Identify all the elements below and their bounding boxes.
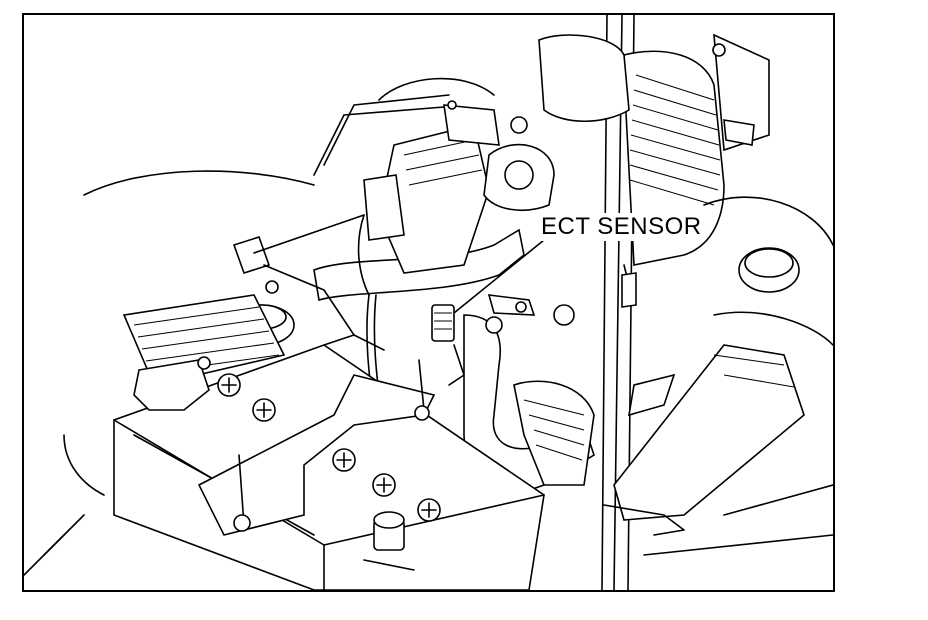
valve-cover <box>63 170 315 496</box>
battery-terminal-positive <box>363 511 415 571</box>
battery-terminal-negative <box>133 356 211 411</box>
lower-radiator-hose <box>603 344 833 556</box>
ect-sensor-leader-line <box>453 239 545 314</box>
engine-details <box>24 264 637 576</box>
engine-bay-illustration: ECT SENSOR <box>22 13 835 592</box>
throttle-body-assembly <box>313 77 555 274</box>
air-intake-duct <box>538 33 770 266</box>
upper-radiator-hose <box>313 228 595 493</box>
ect-sensor-part <box>431 294 536 342</box>
wiring-harness <box>232 214 383 416</box>
engine-bay-drawing <box>24 15 833 590</box>
radiator-cap <box>703 196 833 346</box>
ect-sensor-label: ECT SENSOR <box>539 213 704 241</box>
battery-hold-down <box>197 359 436 536</box>
